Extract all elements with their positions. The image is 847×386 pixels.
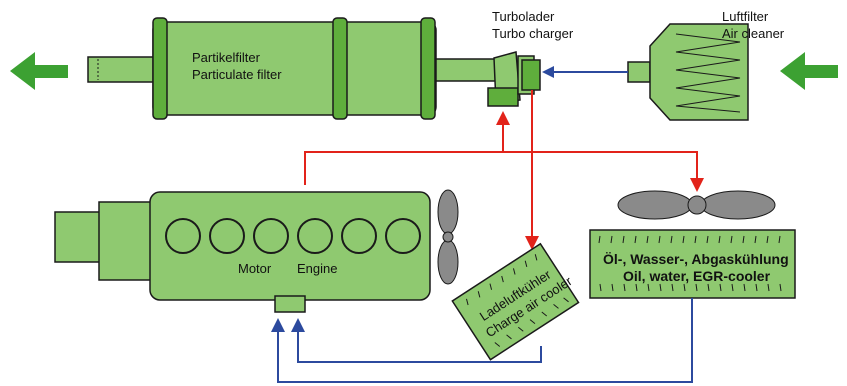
turbo-charger	[487, 51, 541, 107]
radiator-fan-icon	[617, 190, 776, 220]
air-filter	[627, 23, 749, 121]
air-filter-label-en: Air cleaner	[722, 26, 785, 41]
turbo-label-de: Turbolader	[492, 9, 555, 24]
particulate-filter-label-en: Particulate filter	[192, 67, 282, 82]
cooler-label-en: Oil, water, EGR-cooler	[623, 268, 771, 284]
engine-fan-icon	[437, 189, 459, 285]
exhaust-out-arrow-icon	[10, 52, 68, 90]
hot-air-arrowheads	[496, 111, 704, 250]
air-in-arrow-icon	[780, 52, 838, 90]
engine	[54, 191, 431, 313]
hot-air-lines	[304, 90, 698, 240]
particulate-filter	[87, 17, 497, 120]
air-filter-label-de: Luftfilter	[722, 9, 769, 24]
turbo-label-en: Turbo charger	[492, 26, 574, 41]
charge-air-cooler: Ladeluftkühler Charge air cooler	[451, 242, 580, 361]
particulate-filter-label-de: Partikelfilter	[192, 50, 261, 65]
cooler-label-de: Öl-, Wasser-, Abgaskühlung	[603, 251, 789, 267]
coolant-return-lines	[277, 298, 693, 383]
motor-label: Motor	[238, 261, 272, 276]
oil-water-egr-cooler	[589, 229, 796, 299]
engine-label: Engine	[297, 261, 337, 276]
coolant-return-arrowheads	[271, 318, 305, 332]
intake-line	[542, 66, 628, 78]
